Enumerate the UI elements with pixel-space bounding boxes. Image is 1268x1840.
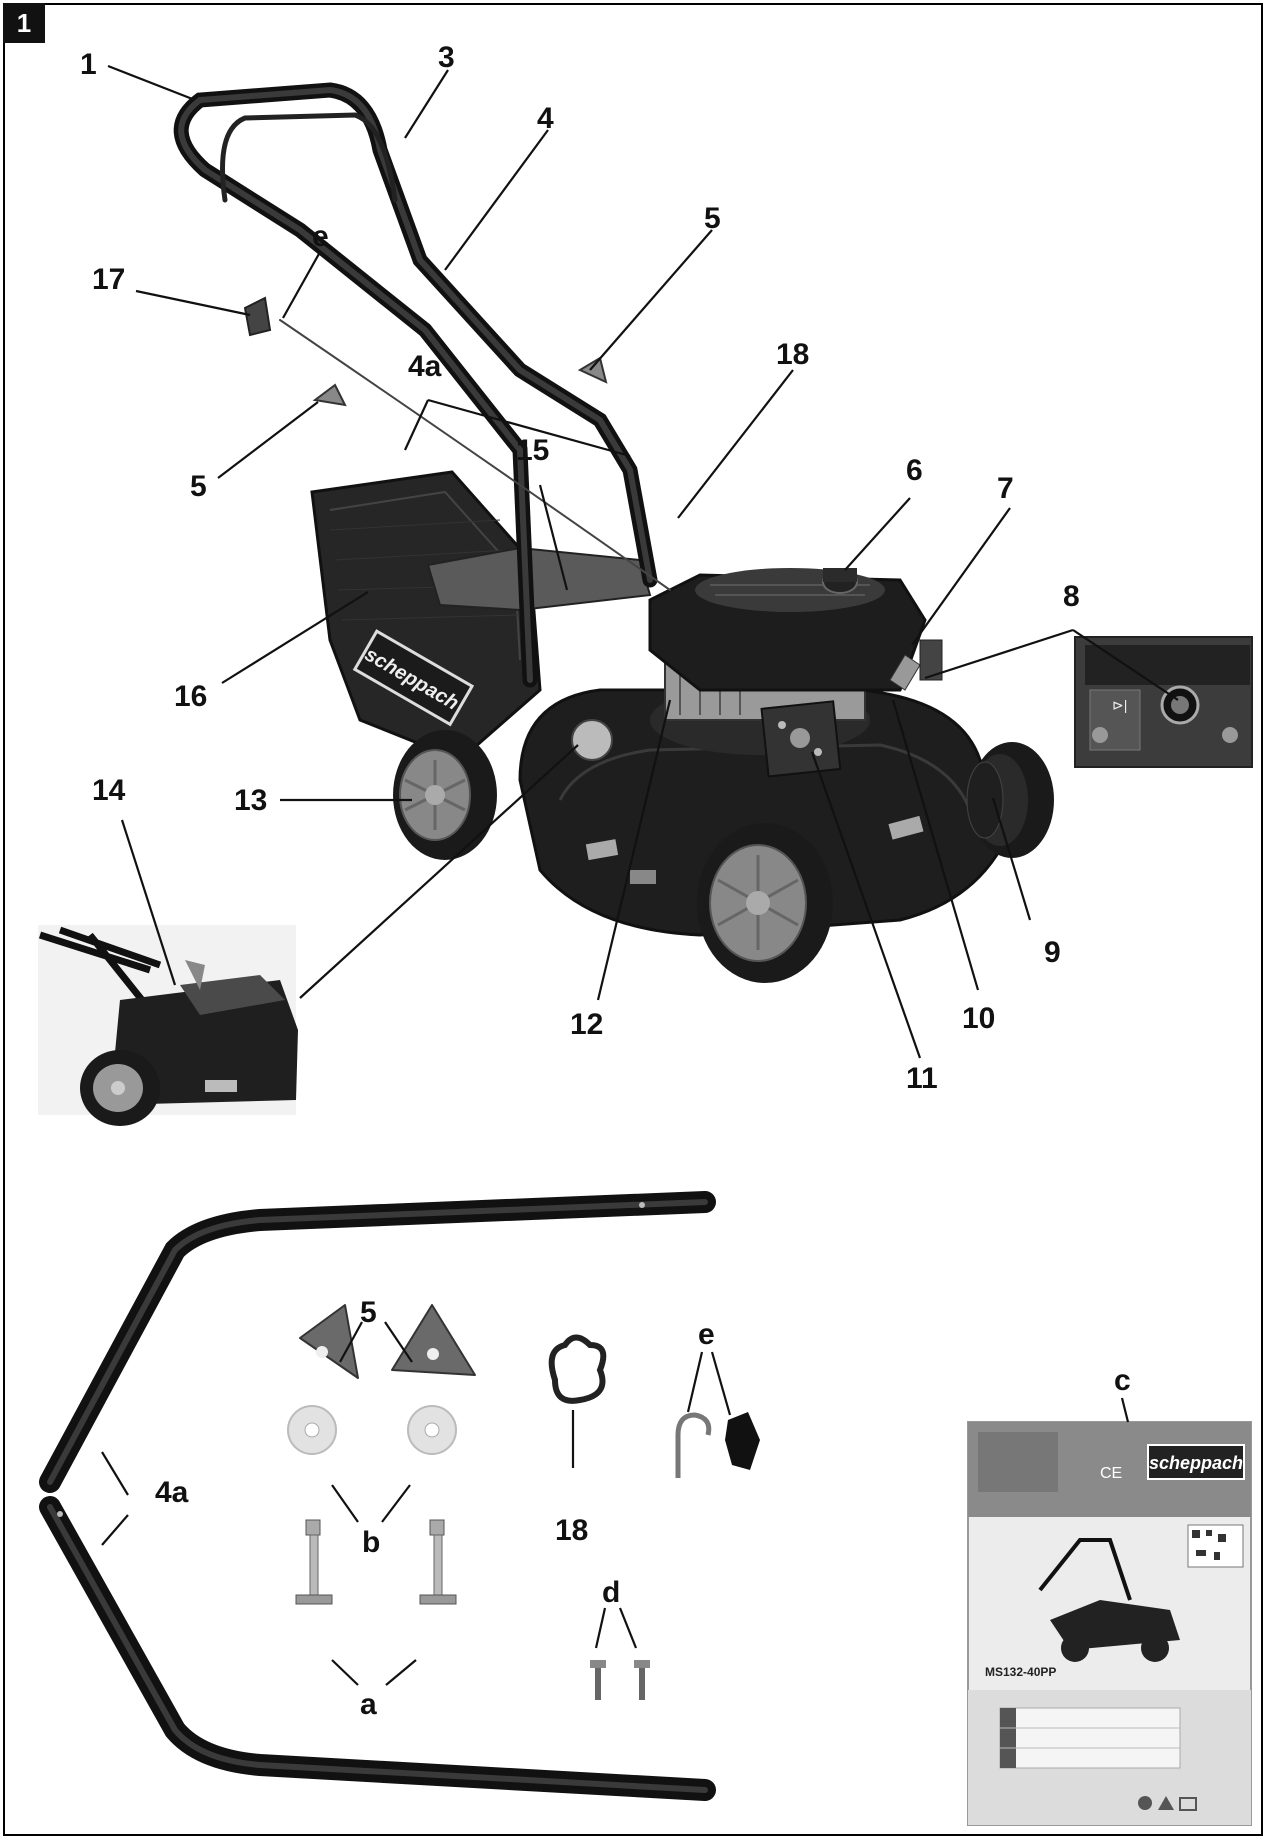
- callout-1: 1: [80, 48, 97, 81]
- callout-9: 9: [1044, 936, 1061, 969]
- callout-10: 10: [962, 1002, 996, 1035]
- part-label-c: c: [1114, 1364, 1131, 1397]
- manual-logo: scheppach: [1149, 1453, 1243, 1473]
- figure-number-badge: 1: [3, 3, 45, 43]
- part-label-d: d: [602, 1576, 621, 1609]
- hook-and-nut: [675, 1412, 760, 1478]
- washer-pair: [287, 1405, 457, 1455]
- cable-clip: [548, 1334, 607, 1404]
- front-wheel-illustration: [697, 823, 833, 983]
- figure-frame: [3, 3, 1263, 1836]
- bolt-pair: [295, 1519, 457, 1605]
- callout-16: 16: [174, 680, 208, 713]
- callout-13: 13: [234, 784, 268, 817]
- grass-bag-illustration: scheppach: [310, 470, 652, 762]
- side-wheel-illustration: [966, 742, 1054, 858]
- part-label-5: 5: [360, 1296, 377, 1329]
- callout-17: 17: [92, 263, 126, 296]
- callout-7: 7: [997, 472, 1014, 505]
- screw-pair: [590, 1660, 650, 1700]
- manual-ce-mark: CE: [1100, 1465, 1122, 1482]
- callout-18: 18: [776, 338, 810, 371]
- callout-3: 3: [438, 41, 455, 74]
- lower-handle-tube: [39, 1496, 716, 1801]
- callout-4a: 4a: [408, 350, 442, 383]
- svg-text:⊳|: ⊳|: [1112, 697, 1127, 713]
- main-mower-illustration: scheppach: [173, 82, 1054, 983]
- callout-5-right: 5: [704, 202, 721, 235]
- engine-illustration: [648, 568, 943, 778]
- callout-4: 4: [537, 102, 554, 135]
- part-label-4a: 4a: [155, 1476, 189, 1509]
- callout-11: 11: [906, 1062, 938, 1095]
- part-label-18: 18: [555, 1514, 589, 1547]
- inset-8-photo: ⊳|: [1074, 636, 1253, 768]
- part-label-e: e: [698, 1318, 715, 1351]
- callout-15: 15: [516, 434, 550, 467]
- callout-6: 6: [906, 454, 923, 487]
- manual-model: MS132-40PP: [985, 1665, 1056, 1679]
- part-label-b: b: [362, 1526, 381, 1559]
- handle-illustration: [173, 82, 671, 688]
- upper-handle-tube: [39, 1191, 716, 1493]
- star-knob-pair: [299, 1304, 476, 1379]
- manual-cover: CE scheppach MS132-40PP: [967, 1421, 1252, 1826]
- callout-5-left: 5: [190, 470, 207, 503]
- callout-8: 8: [1063, 580, 1080, 613]
- rear-wheel-illustration: [393, 730, 497, 860]
- inset-14-photo: [38, 925, 298, 1126]
- leader-lines: [101, 64, 1179, 1686]
- callout-14: 14: [92, 774, 126, 807]
- callout-12: 12: [570, 1008, 604, 1041]
- part-label-a: a: [360, 1688, 377, 1721]
- mower-deck-illustration: [518, 688, 1012, 937]
- callout-e: e: [312, 220, 329, 253]
